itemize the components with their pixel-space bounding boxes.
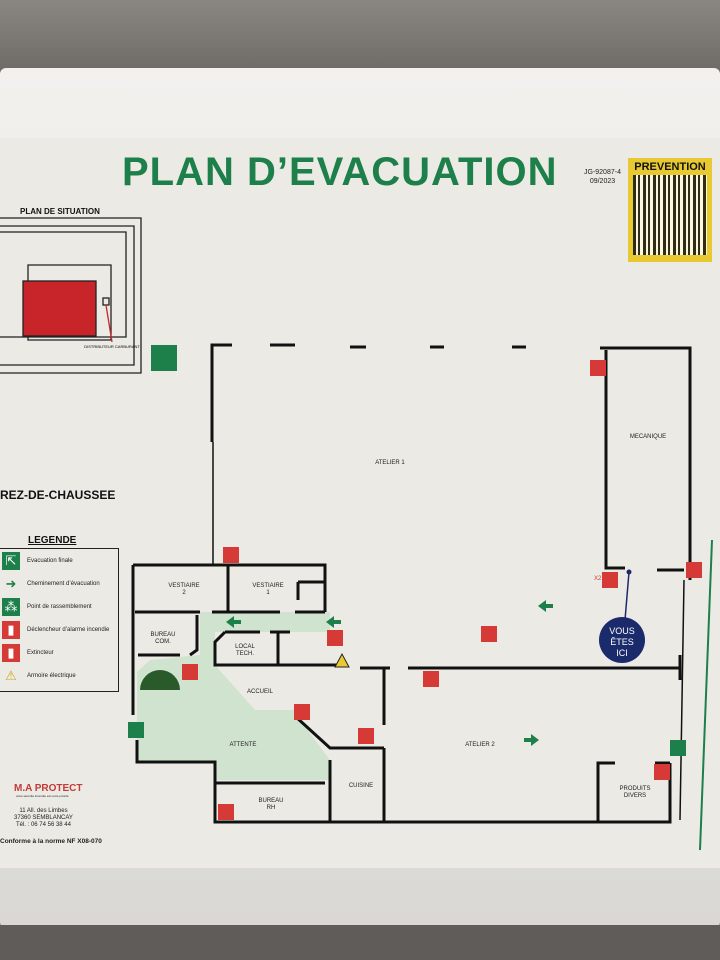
- floor-background: [0, 925, 720, 960]
- room-produits-divers-2: DIVERS: [624, 793, 646, 799]
- fire-alarm-icon: [686, 562, 702, 578]
- situation-map: [0, 217, 142, 374]
- extinguisher-icon: [218, 804, 234, 820]
- legend-label: Cheminement d’évacuation: [27, 580, 100, 587]
- legend-label: Armoire électrique: [27, 672, 76, 679]
- legend-label: Evacuation finale: [27, 557, 73, 564]
- evacuation-arrow-icon: [524, 734, 539, 746]
- you-are-here-text-1: VOUS: [609, 626, 635, 636]
- room-bureau-rh-2: RH: [267, 805, 276, 811]
- walls: [131, 343, 692, 824]
- room-local-tech-2: TECH.: [236, 651, 254, 657]
- reference-code: JG-92087-4: [584, 169, 621, 176]
- room-vestiaire-1-num: 1: [266, 590, 270, 596]
- fire-alarm-icon: ▮: [2, 620, 20, 639]
- company-name: M.A PROTECT: [14, 783, 83, 794]
- room-atelier-2: ATELIER 2: [465, 742, 495, 748]
- room-mecanique: MECANIQUE: [630, 434, 666, 440]
- extinguisher-icon: [481, 626, 497, 642]
- you-are-here-marker: [599, 617, 645, 663]
- extinguisher-icon: [223, 547, 239, 563]
- evacuation-plan-sign: [0, 138, 720, 868]
- you-are-here-pointer: [624, 571, 630, 621]
- you-are-here-dot: [626, 569, 632, 575]
- plan-title: PLAN D’EVACUATION: [122, 150, 558, 194]
- legend-item: ⚠ Armoire électrique: [0, 664, 118, 687]
- legend-label: Déclencheur d’alarme incendie: [27, 626, 110, 633]
- legend-item: ⇱ Evacuation finale: [0, 549, 118, 572]
- evacuation-arrow-icon: [226, 616, 241, 628]
- legend-label: Extincteur: [27, 649, 54, 656]
- address-phone: Tél. : 06 74 56 38 44: [15, 822, 71, 828]
- emergency-exit-icon: [670, 740, 686, 756]
- spiral-stair: [140, 670, 180, 690]
- legend-item: ⁂ Point de rassemblement: [0, 595, 118, 618]
- extinguisher-icon: [590, 360, 606, 376]
- room-bureau-com-2: COM.: [155, 639, 171, 645]
- extinguisher-count: X2: [594, 576, 602, 582]
- evacuation-zone: [137, 612, 330, 780]
- company-address: 11 All. des Limbes 37360 SEMBLANCAY Tél.…: [14, 808, 73, 829]
- reference-date: 09/2023: [589, 178, 616, 185]
- address-street: 11 All. des Limbes: [19, 808, 68, 814]
- situation-callout: DISTRIBUTEUR CARBURANT: [84, 344, 140, 349]
- level-label: REZ-DE-CHAUSSEE: [0, 488, 116, 502]
- outside-path: [699, 539, 713, 851]
- legend: ⇱ Evacuation finale ➜ Cheminement d’évacua…: [0, 548, 119, 692]
- room-vestiaire-1: VESTIAIRE: [252, 583, 283, 589]
- legend-item: ➜ Cheminement d’évacuation: [0, 572, 118, 595]
- legend-item: ▮ Déclencheur d’alarme incendie: [0, 618, 118, 641]
- evacuation-arrow-icon: [538, 600, 553, 612]
- room-cuisine: CUISINE: [349, 783, 373, 789]
- room-accueil: ACCUEIL: [247, 689, 274, 695]
- room-bureau-rh: BUREAU: [258, 798, 283, 804]
- room-atelier-1: ATELIER 1: [375, 460, 405, 466]
- evacuation-arrow-icon: [326, 616, 341, 628]
- qr-code-panel[interactable]: PREVENTION: [628, 158, 712, 262]
- room-vestiaire-2-num: 2: [182, 590, 186, 596]
- legend-item: ▮ Extincteur: [0, 641, 118, 664]
- room-attente: ATTENTE: [230, 742, 257, 748]
- you-are-here-text-2: ÊTES: [610, 637, 634, 647]
- company-tagline: votre sécurité incendie est notre priori…: [16, 794, 69, 798]
- wall-background: [0, 0, 720, 75]
- electrical-hazard-icon: [334, 652, 350, 668]
- you-are-here-text-3: ICI: [616, 648, 628, 658]
- arrow-right-icon: ➜: [5, 575, 17, 591]
- emergency-exit-icon: [128, 722, 144, 738]
- norme-text: Conforme à la norme NF X08-070: [0, 838, 102, 845]
- qr-label: PREVENTION: [634, 161, 706, 173]
- address-city: 37360 SEMBLANCAY: [14, 815, 73, 821]
- legend-label: Point de rassemblement: [27, 603, 92, 610]
- extinguisher-icon: [182, 664, 198, 680]
- fire-alarm-icon: [327, 630, 343, 646]
- extinguisher-icon: [602, 572, 618, 588]
- extinguisher-icon: ▮: [2, 643, 20, 662]
- extinguisher-icon: [654, 764, 670, 780]
- assembly-point-icon: ⁂: [2, 597, 20, 616]
- extinguisher-icon: [358, 728, 374, 744]
- reference: JG-92087-4 09/2023: [584, 168, 621, 186]
- room-local-tech: LOCAL: [235, 644, 255, 650]
- qr-code[interactable]: [633, 175, 707, 255]
- emergency-exit-icon: ⇱: [2, 551, 20, 570]
- extinguisher-icon: [423, 671, 439, 687]
- room-produits-divers: PRODUITS: [619, 786, 650, 792]
- electrical-hazard-icon: ⚠: [5, 667, 17, 683]
- legend-title: LEGENDE: [28, 535, 77, 546]
- assembly-point-icon: [151, 345, 177, 371]
- situation-title: PLAN DE SITUATION: [20, 207, 100, 216]
- extinguisher-icon: [294, 704, 310, 720]
- room-bureau-com: BUREAU: [150, 632, 175, 638]
- room-vestiaire-2: VESTIAIRE: [168, 583, 199, 589]
